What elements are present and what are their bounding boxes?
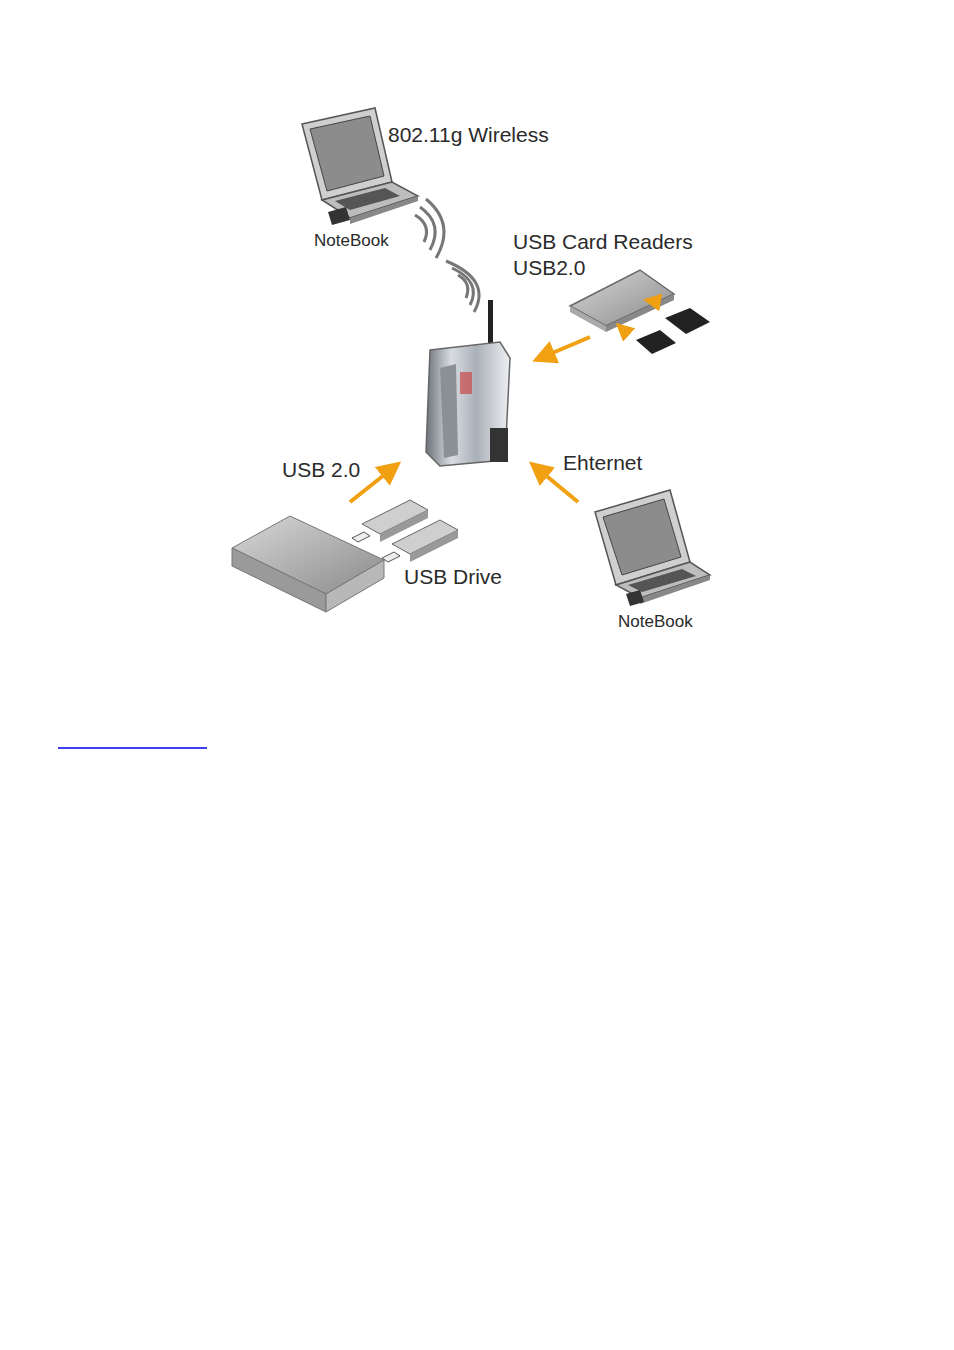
device-label: USB Card Readers xyxy=(513,230,693,253)
hard-drive-icon xyxy=(232,516,384,612)
device-label: USB Drive xyxy=(404,565,502,588)
device-label: NoteBook xyxy=(314,232,389,251)
notebook-icon xyxy=(595,490,710,606)
wireless-waves xyxy=(415,199,479,312)
port-label: USB2.0 xyxy=(513,256,585,279)
router-device xyxy=(426,300,510,466)
port-label: USB 2.0 xyxy=(282,458,360,481)
connection-arrow xyxy=(350,337,590,502)
link-underline xyxy=(58,747,207,749)
port-label: Ehternet xyxy=(563,451,642,474)
title-label: 802.11g Wireless xyxy=(388,123,549,146)
device-label: NoteBook xyxy=(618,613,693,632)
card-reader-icon xyxy=(570,270,710,354)
usb-drive-icon xyxy=(352,500,458,562)
